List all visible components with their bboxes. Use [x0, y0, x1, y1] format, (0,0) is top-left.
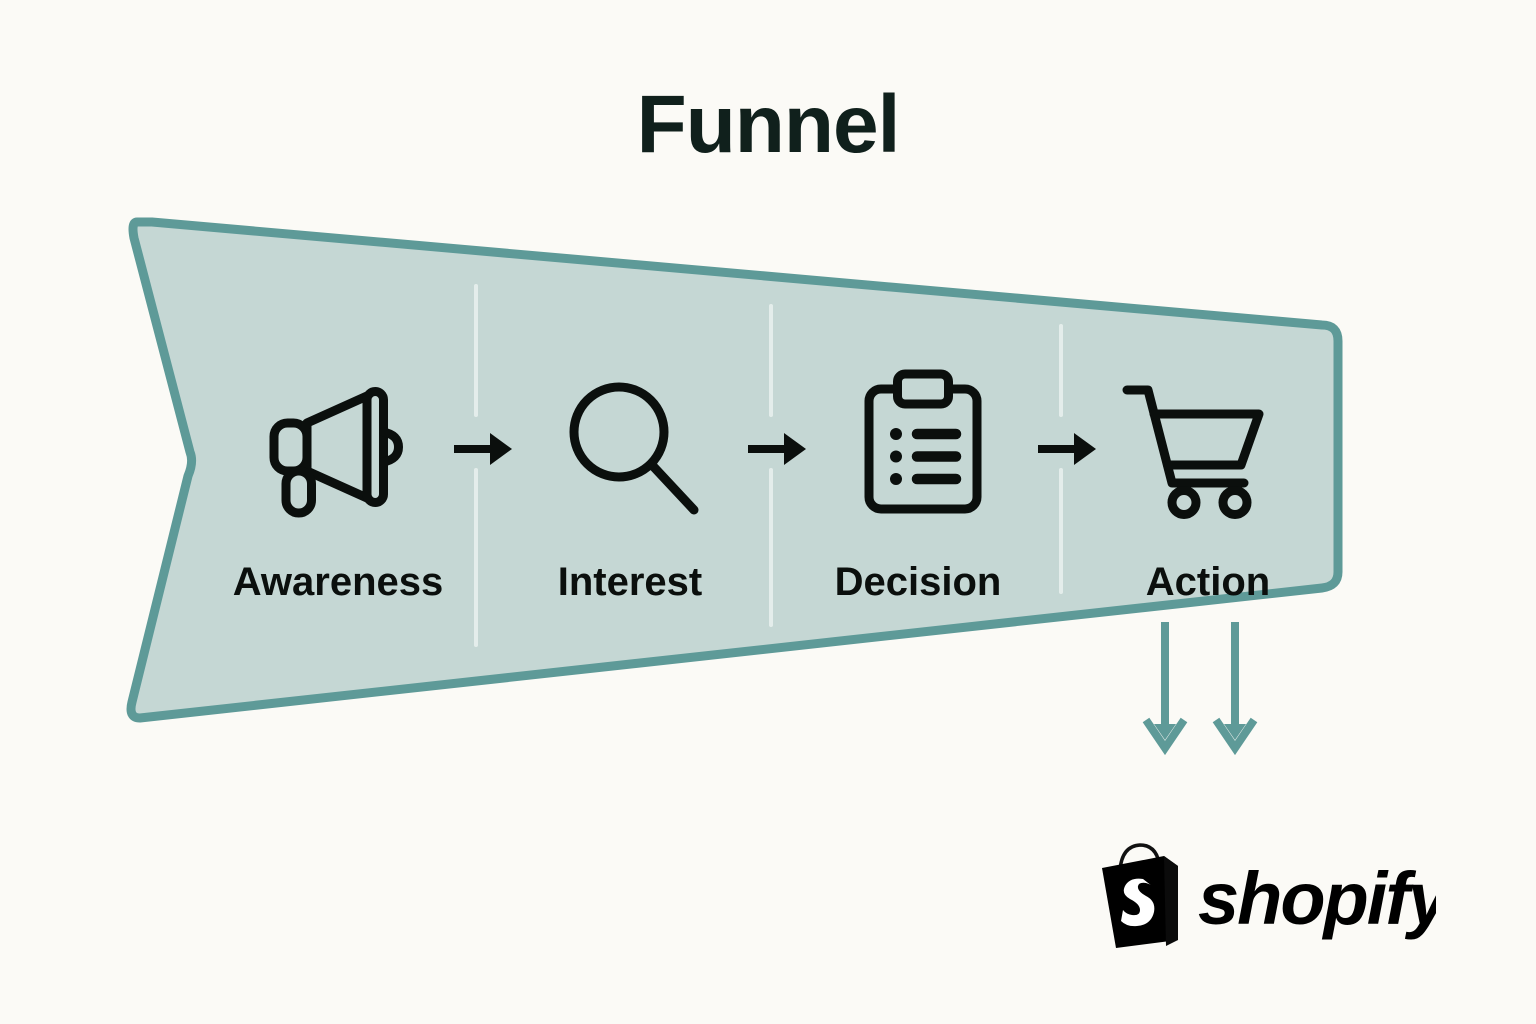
stage-label-awareness: Awareness	[232, 560, 444, 604]
stage-label-decision: Decision	[834, 560, 1002, 604]
magnifying-glass-icon	[556, 372, 706, 522]
shopping-bag-icon	[1102, 843, 1178, 948]
arrow-right-icon	[744, 425, 814, 473]
clipboard-list-icon	[848, 368, 998, 518]
shopping-cart-icon	[1118, 372, 1268, 522]
arrow-down-icon	[1212, 622, 1258, 756]
shopify-logo: shopify	[1086, 836, 1436, 948]
megaphone-icon	[256, 372, 406, 522]
stage-label-interest: Interest	[557, 560, 703, 604]
stage-label-action: Action	[1145, 560, 1271, 604]
outflow-arrows	[1142, 622, 1258, 756]
page-title: Funnel	[636, 79, 901, 170]
arrow-right-icon	[450, 425, 520, 473]
shopify-wordmark: shopify	[1198, 857, 1436, 940]
arrow-down-icon	[1142, 622, 1188, 756]
arrow-right-icon	[1034, 425, 1104, 473]
